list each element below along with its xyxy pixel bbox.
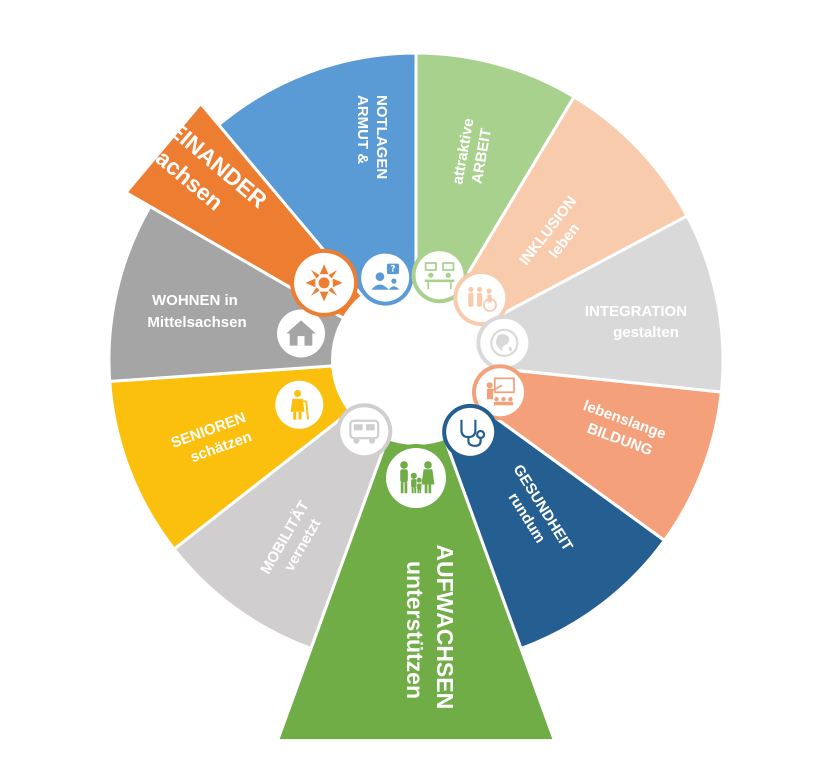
stethoscope-icon: [442, 403, 499, 460]
label-inklusion: INKLUSION leben: [516, 190, 598, 280]
label-wohnen: WOHNEN in Mittelsachsen: [147, 292, 246, 331]
family-icon: [382, 444, 450, 512]
label-armut: ARMUT & NOTLAGEN: [354, 95, 390, 179]
label-bildung: lebenslange BILDUNG: [574, 397, 672, 463]
wheel-center: [331, 275, 501, 445]
label-senioren: SENIOREN schätzen: [169, 408, 259, 471]
house-icon: [273, 305, 330, 362]
senior-cane-icon: [271, 376, 328, 433]
wheelchair-family-icon: [453, 270, 510, 327]
label-gesundheit: GESUNDHEIT rundum: [493, 462, 578, 568]
workplace-icon: [411, 247, 468, 304]
globe-icon: [476, 314, 533, 371]
label-miteinander: MITEINANDER wachsen: [114, 91, 277, 241]
label-integration: INTEGRATION gestalten: [585, 303, 691, 341]
hands-circle-icon: [290, 248, 359, 317]
label-aufwachsen: AUFWACHSEN unterstützen: [402, 544, 458, 715]
bus-icon: [336, 403, 393, 460]
teacher-board-icon: [472, 364, 529, 421]
label-arbeit: attraktive ARBEIT: [449, 113, 497, 189]
label-mobilitaet: MOBILITÄT vernetzt: [257, 494, 331, 586]
help-person-icon: [357, 249, 414, 306]
